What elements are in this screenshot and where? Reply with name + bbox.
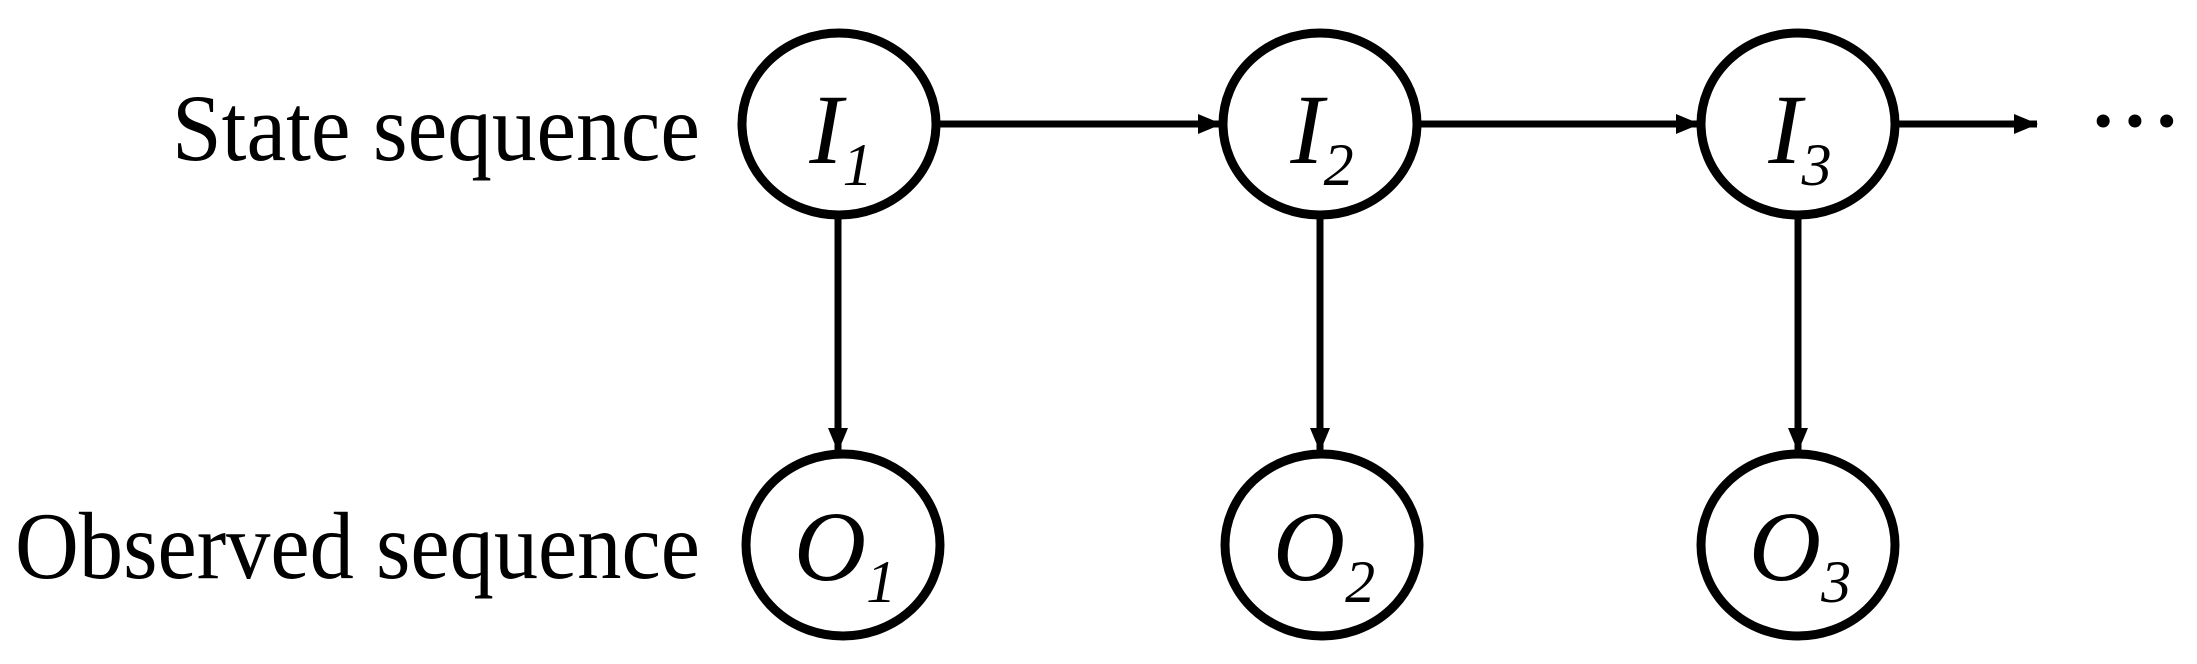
state-node-2: I2 (1218, 28, 1422, 220)
observed-node-1: O1 (741, 449, 945, 641)
state-node-1-sub: 1 (843, 132, 873, 198)
observed-node-3-sub: 3 (1820, 549, 1851, 615)
state-node-3-circle (1696, 28, 1900, 220)
state-node-1-base: I (808, 74, 847, 185)
observed-node-3-base: O (1749, 491, 1821, 602)
observed-node-3-circle (1696, 449, 1900, 641)
state-node-2-sub: 2 (1324, 132, 1354, 198)
state-node-3: I3 (1696, 28, 1900, 220)
observed-node-2-label: O2 (1273, 491, 1375, 615)
observed-node-2-circle (1220, 449, 1424, 641)
state-node-2-label: I2 (1289, 74, 1353, 198)
observed-node-1-label: O1 (794, 491, 896, 615)
state-node-1: I1 (737, 28, 941, 220)
observed-node-1-base: O (794, 491, 866, 602)
state-node-2-base: I (1289, 74, 1328, 185)
state-node-2-circle (1218, 28, 1422, 220)
observed-node-2-base: O (1273, 491, 1345, 602)
state-node-1-circle (737, 28, 941, 220)
observed-node-1-circle (741, 449, 945, 641)
state-sequence-label: State sequence (172, 75, 700, 181)
observed-node-2-sub: 2 (1345, 549, 1375, 615)
state-node-3-label: I3 (1767, 74, 1831, 198)
observed-node-3: O3 (1696, 449, 1900, 641)
state-node-3-base: I (1767, 74, 1806, 185)
continuation-ellipsis: ··· (2087, 63, 2182, 180)
state-node-1-label: I1 (808, 74, 872, 198)
observed-node-2: O2 (1220, 449, 1424, 641)
observed-node-1-sub: 1 (866, 549, 896, 615)
observed-sequence-label: Observed sequence (15, 493, 700, 599)
state-node-3-sub: 3 (1801, 132, 1832, 198)
observed-node-3-label: O3 (1749, 491, 1851, 615)
